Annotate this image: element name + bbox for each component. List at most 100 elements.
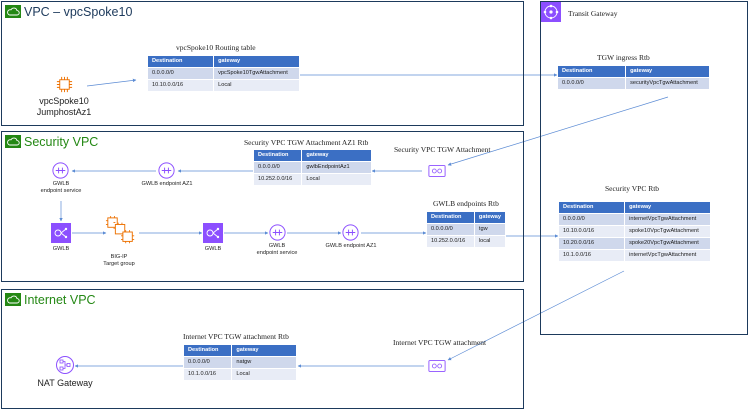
gwlb-endpoint-az1-mid-label: GWLB endpoint AZ1 [325, 243, 377, 249]
route-gateway-cell: securityVpcTgwAttachment [625, 77, 710, 89]
gwlb-endpoint-service-label: GWLB endpoint service [40, 181, 82, 194]
route-destination-cell: 10.20.0.0/16 [559, 237, 626, 250]
gwlb-icon [203, 223, 223, 243]
internet-tgw-rtb-title: Internet VPC TGW attachment Rtb [183, 332, 289, 341]
nat-gateway-icon [56, 356, 74, 374]
route-table-header-cell: Destination [559, 202, 626, 214]
security-vpc-rtb-title: Security VPC Rtb [605, 184, 660, 193]
security-az1-rtb-title: Security VPC TGW Attachment AZ1 Rtb [244, 138, 369, 147]
gwlb-icon [51, 223, 71, 243]
tgw-attachment-icon [428, 165, 446, 177]
route-destination-cell: 10.252.0.0/16 [254, 173, 303, 185]
route-gateway-cell: gwlbEndpointAz1 [301, 161, 372, 174]
group-spoke-vpc: VPC – vpcSpoke10 [1, 1, 524, 126]
route-table-header-cell: Destination [254, 150, 303, 162]
route-destination-cell: 0.0.0.0/0 [427, 223, 475, 236]
internet-tgw-attachment-label: Internet VPC TGW attachment [393, 338, 487, 347]
route-destination-cell: 10.1.0.0/16 [559, 249, 626, 261]
spoke10-rtb-title: vpcSpoke10 Routing table [176, 43, 256, 52]
gwlb-endpoint-az1-label: GWLB endpoint AZ1 [141, 181, 193, 187]
route-destination-cell: 0.0.0.0/0 [148, 67, 215, 80]
cloud-icon [5, 135, 21, 148]
route-destination-cell: 10.1.0.0/16 [184, 368, 233, 380]
route-table-header-cell: Destination [184, 345, 233, 357]
gwlb-endpoint-icon [158, 162, 175, 179]
route-gateway-cell: spoke10VpcTgwAttachment [624, 225, 711, 238]
route-destination-cell: 10.10.0.0/16 [148, 79, 215, 91]
route-table-header-cell: gateway [624, 202, 711, 214]
route-table-header-cell: gateway [213, 56, 300, 68]
route-table-header-cell: gateway [625, 66, 710, 78]
route-destination-cell: 0.0.0.0/0 [184, 356, 233, 369]
route-gateway-cell: tgw [474, 223, 507, 236]
route-destination-cell: 0.0.0.0/0 [558, 77, 627, 89]
route-table-header-cell: gateway [231, 345, 297, 357]
gwlb-endpoints-rtb-title: GWLB endpoints Rtb [433, 199, 499, 208]
gwlb-endpoint-service-mid-label: GWLB endpoint service [256, 243, 298, 256]
route-table-header-cell: gateway [474, 212, 507, 224]
group-title: Transit Gateway [568, 9, 618, 18]
bigip-target-group-icon [105, 216, 135, 244]
route-destination-cell: 10.252.0.0/16 [427, 235, 475, 247]
route-table-header-cell: Destination [148, 56, 215, 68]
route-gateway-cell: spoke20VpcTgwAttachment [624, 237, 711, 250]
route-gateway-cell: Local [213, 79, 300, 91]
route-gateway-cell: Local [231, 368, 297, 380]
security-tgw-attachment-label: Security VPC TGW Attachment [394, 145, 491, 154]
group-transit-gateway: Transit Gateway [540, 1, 748, 335]
ec2-instance-icon [56, 76, 73, 93]
route-gateway-cell: vpcSpoke10TgwAttachment [213, 67, 300, 80]
group-title: VPC – vpcSpoke10 [24, 5, 133, 19]
transit-gateway-icon [543, 4, 559, 20]
gwlb-endpoint-service-icon [269, 224, 286, 241]
route-table-header-cell: Destination [427, 212, 475, 224]
route-gateway-cell: internetVpcTgwAttachment [624, 249, 711, 261]
bigip-target-group-label: BIG-IP Target group [103, 254, 135, 267]
route-gateway-cell: local [474, 235, 507, 247]
route-gateway-cell: Local [301, 173, 372, 185]
cloud-icon [5, 5, 21, 18]
route-table-header-cell: Destination [558, 66, 627, 78]
group-title: Security VPC [24, 135, 99, 149]
tgw-ingress-rtb-title: TGW ingress Rtb [597, 53, 650, 62]
route-destination-cell: 0.0.0.0/0 [254, 161, 303, 174]
gwlb-endpoint-service-icon [52, 162, 69, 179]
group-internet-vpc: Internet VPC [1, 289, 524, 409]
route-destination-cell: 10.10.0.0/16 [559, 225, 626, 238]
route-destination-cell: 0.0.0.0/0 [559, 213, 626, 226]
route-table-header-cell: gateway [301, 150, 372, 162]
group-title: Internet VPC [24, 293, 96, 307]
transit-gateway-badge [541, 2, 561, 22]
nat-gateway-label: NAT Gateway [37, 378, 93, 388]
jumphost-label: vpcSpoke10 JumphostAz1 [36, 96, 92, 117]
route-gateway-cell: natgw [231, 356, 297, 369]
gwlb-mid-label: GWLB [204, 246, 222, 252]
gwlb-endpoint-icon [342, 224, 359, 241]
